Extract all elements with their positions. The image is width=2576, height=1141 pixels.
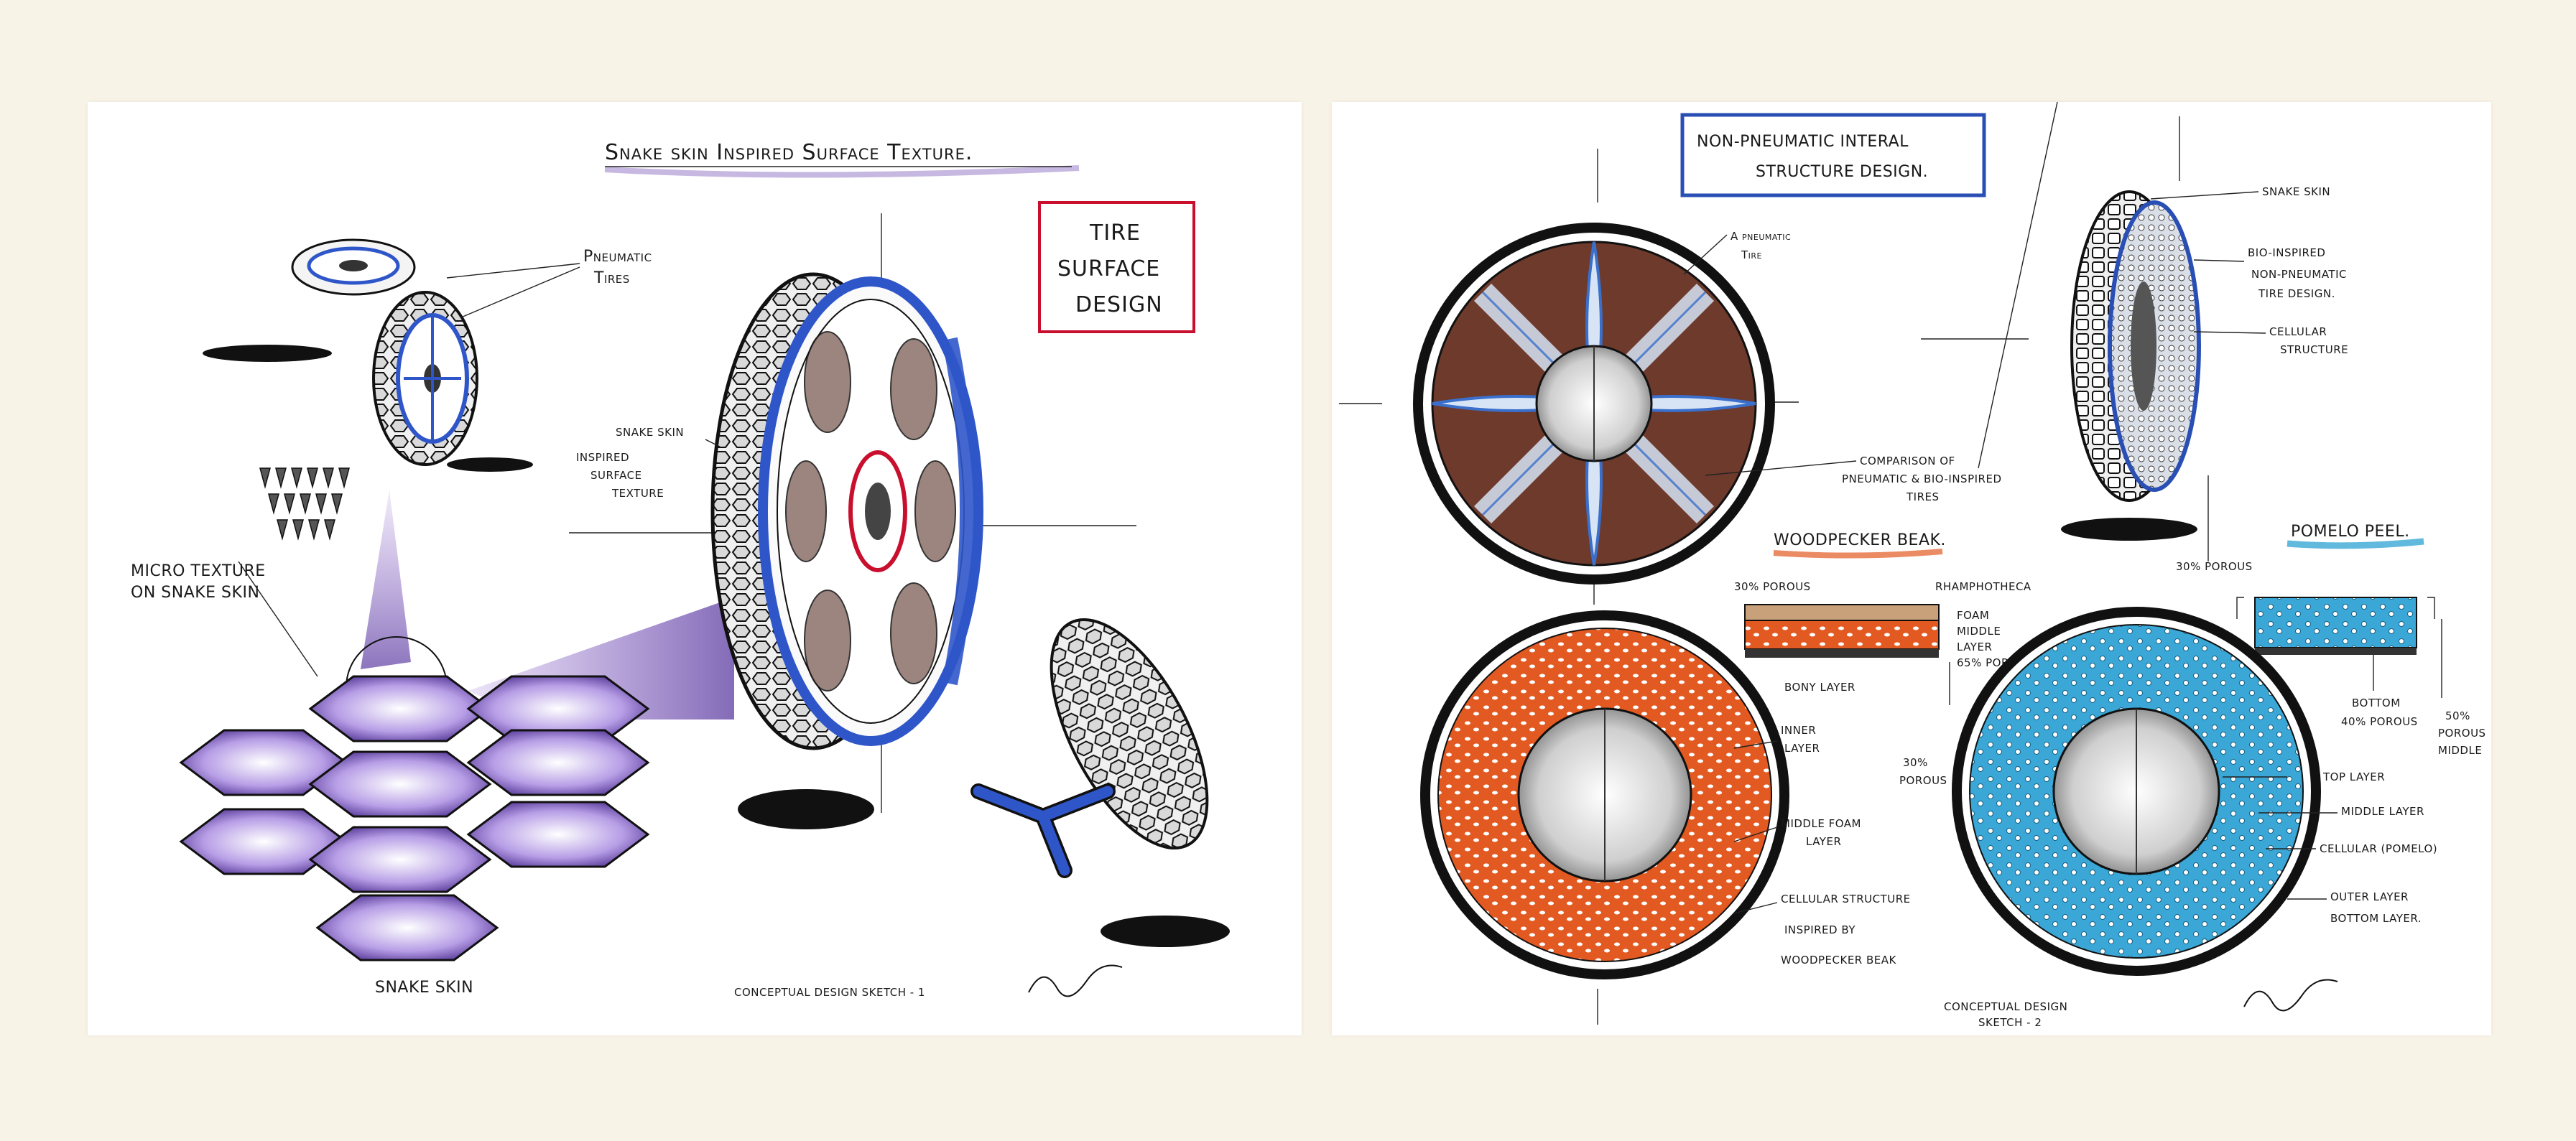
micro-texture-label-1: MICRO TEXTURE	[131, 562, 266, 580]
inner-layer-label-2: LAYER	[1784, 742, 1820, 755]
bottom-porous-label-2: 40% POROUS	[2341, 715, 2418, 728]
pneumatic-tires-label-2: Tires	[593, 269, 630, 287]
pneumatic-tire-small-top	[203, 238, 416, 362]
micro-texture-spikes	[259, 467, 350, 541]
left-sketch-drawing: Snake skin Inspired Surface Texture. TIR…	[131, 140, 1230, 999]
pneumatic-tire-small-front	[372, 291, 533, 472]
pneumatic-tire-label-2: Tire	[1741, 248, 1762, 261]
badge-line-3: DESIGN	[1075, 292, 1163, 317]
snake-skin-label: SNAKE SKIN	[375, 979, 473, 997]
rhamphotheca-label: RHAMPHOTHECA	[1935, 580, 2031, 593]
foam-label-3: LAYER	[1957, 641, 1992, 653]
right-sketch-drawing: NON-PNEUMATIC INTERAL STRUCTURE DESIGN. …	[1339, 102, 2486, 1029]
pneumatic-tire-cross-section	[1413, 223, 1775, 585]
snake-skin-texture-label-3: SURFACE	[590, 469, 642, 482]
shadow	[447, 457, 533, 472]
porous-50-label-1: 50%	[2445, 709, 2470, 722]
pomelo-inspired-tire	[1952, 607, 2321, 976]
cellular-pomelo-label: CELLULAR (POMELO)	[2320, 842, 2437, 855]
right-title-line-2: STRUCTURE DESIGN.	[1756, 163, 1928, 181]
top-layer-label: TOP LAYER	[2322, 770, 2385, 783]
tire-surface-design-badge	[1038, 201, 1195, 333]
micro-texture-label-2: ON SNAKE SKIN	[131, 584, 259, 602]
badge-line-1: TIRE	[1089, 220, 1141, 246]
cellular-wood-label-2: INSPIRED BY	[1784, 923, 1855, 936]
inner-layer-label-1: INNER	[1781, 724, 1816, 737]
signature	[1028, 964, 1123, 997]
cellular-structure-label-2: STRUCTURE	[2280, 343, 2348, 356]
bottom-porous-label-1: BOTTOM	[2352, 697, 2401, 709]
middle-foam-label-2: LAYER	[1806, 835, 1841, 848]
bio-inspired-label-1: BIO-INSPIRED	[2248, 246, 2325, 259]
cellular-wood-label-3: WOODPECKER BEAK	[1781, 954, 1897, 967]
bio-inspired-label-3: TIRE DESIGN.	[2258, 287, 2335, 300]
right-sketch-sheet: NON-PNEUMATIC INTERAL STRUCTURE DESIGN. …	[1332, 102, 2491, 1035]
magnify-beam-up	[361, 490, 411, 669]
snake-skin-texture-label-1: SNAKE SKIN	[616, 426, 684, 439]
porous-30b-label-1: 30%	[1903, 756, 1928, 769]
cellular-structure-label-1: CELLULAR	[2269, 325, 2327, 338]
snake-skin-texture-label-2: INSPIRED	[576, 451, 629, 464]
bio-inspired-tire-side-view	[2061, 190, 2201, 541]
pomelo-layer-strip	[2236, 597, 2435, 655]
comparison-label-1: COMPARISON OF	[1860, 455, 1955, 467]
snake-skin-hex-cluster	[179, 675, 650, 961]
woodpecker-beak-title: WOODPECKER BEAK.	[1774, 531, 1946, 549]
right-caption-1: CONCEPTUAL DESIGN	[1944, 1000, 2067, 1013]
snake-skin-texture-label-4: TEXTURE	[611, 487, 664, 500]
bony-layer-label: BONY LAYER	[1784, 681, 1855, 694]
foam-label-2: MIDDLE	[1957, 625, 2001, 638]
left-sheet-title: Snake skin Inspired Surface Texture.	[605, 140, 973, 165]
tilted-tire-with-fork	[970, 618, 1230, 947]
signature-right	[2243, 979, 2338, 1012]
outer-layer-label: OUTER LAYER	[2330, 890, 2409, 903]
badge-line-2: SURFACE	[1057, 256, 1160, 281]
bio-inspired-label-2: NON-PNEUMATIC	[2251, 268, 2347, 281]
foam-label-1: FOAM	[1957, 609, 1989, 622]
right-caption-2: SKETCH - 2	[1978, 1016, 2042, 1029]
middle-foam-label-1: MIDDLE FOAM	[1781, 817, 1861, 830]
cellular-wood-label-1: CELLULAR STRUCTURE	[1781, 893, 1911, 905]
left-caption: CONCEPTUAL DESIGN SKETCH - 1	[734, 986, 925, 999]
woodpecker-layer-strip	[1744, 604, 1940, 658]
pomelo-peel-title: POMELO PEEL.	[2291, 523, 2410, 541]
comparison-label-3: TIRES	[1906, 490, 1940, 503]
main-tire-snake-texture	[710, 272, 983, 829]
porous-50-label-3: MIDDLE	[2438, 744, 2482, 757]
comparison-label-2: PNEUMATIC & BIO-INSPIRED	[1842, 472, 2002, 485]
pomelo-porous-30-label: 30% POROUS	[2176, 560, 2253, 573]
porous-50-label-2: POROUS	[2438, 727, 2486, 740]
pneumatic-tire-label-1: A pneumatic	[1731, 230, 1791, 243]
title-underline	[604, 165, 1080, 178]
right-title-line-1: NON-PNEUMATIC INTERAL	[1697, 133, 1909, 151]
shadow	[1101, 916, 1230, 947]
porous-30b-label-2: POROUS	[1899, 774, 1947, 787]
porous-30-label: 30% POROUS	[1734, 580, 1811, 593]
woodpecker-inspired-tire	[1420, 610, 1789, 979]
left-sketch-sheet: Snake skin Inspired Surface Texture. TIR…	[88, 102, 1302, 1035]
snake-skin-right-label: SNAKE SKIN	[2262, 185, 2330, 198]
middle-layer-label: MIDDLE LAYER	[2341, 805, 2424, 818]
shadow	[738, 789, 874, 829]
bottom-layer-label: BOTTOM LAYER.	[2330, 912, 2422, 925]
right-sheet-title-box	[1680, 113, 1986, 197]
shadow	[203, 345, 332, 362]
shadow	[2061, 518, 2197, 541]
pneumatic-tires-label-1: Pneumatic	[583, 248, 652, 266]
